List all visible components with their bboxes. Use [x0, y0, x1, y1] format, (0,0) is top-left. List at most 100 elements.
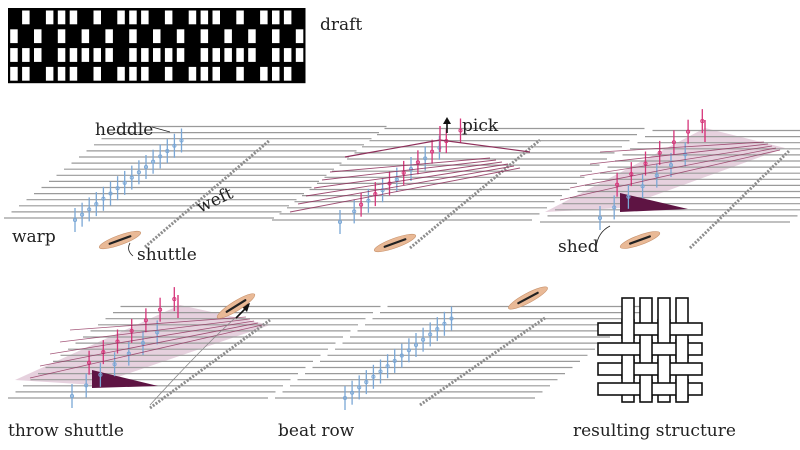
heddle-eye [115, 186, 120, 191]
panel-beat-row [275, 286, 648, 410]
resulting-structure-label: resulting structure [573, 421, 736, 441]
shed-wedge [92, 370, 158, 388]
lifted-warp [321, 159, 497, 181]
heddle-eye [350, 390, 355, 395]
heddle-eye [364, 380, 369, 385]
draft-cell-white [34, 29, 42, 44]
draft-cell-white [272, 10, 280, 25]
heddle-eye [84, 383, 89, 388]
heddle-eye [458, 128, 463, 133]
shed-label: shed [558, 237, 599, 257]
draft-cell-white [129, 66, 137, 81]
heddle-eye [612, 205, 617, 210]
heddle-eye [140, 340, 146, 346]
heddle-eye [80, 212, 85, 217]
draft-cell-white [57, 29, 66, 44]
draft-cell-white [69, 48, 78, 62]
reed-beam [688, 148, 792, 250]
heddle-eye [442, 321, 447, 326]
draft-cell-white [129, 29, 137, 44]
draft-cell-white [57, 10, 66, 25]
heddle-eye [172, 143, 177, 148]
draft-cell-white [164, 48, 173, 62]
lifted-warp [329, 157, 491, 173]
draft-cell-white [129, 10, 137, 25]
heddle-eye [430, 149, 435, 154]
throw-arrow-shaft [235, 307, 247, 319]
heddle-eye [615, 182, 620, 187]
heddle-eye [342, 395, 348, 401]
shed-wedge [620, 193, 688, 212]
draft-cell-white [81, 48, 90, 62]
draft-cell-white [105, 48, 113, 62]
weft-trail [149, 317, 236, 406]
draft-cell-white [248, 48, 256, 62]
heddle-eye [421, 337, 426, 342]
heddle-eye [413, 342, 419, 348]
draft-cell-white [295, 29, 304, 44]
draft-cell-white [141, 10, 149, 25]
draft-cell-white [200, 10, 209, 25]
weft-strip [597, 362, 703, 376]
warp-over [658, 359, 670, 379]
shuttle-bobbin [517, 291, 539, 305]
resulting-structure-diagram [597, 297, 703, 403]
draft-cell-white [10, 66, 18, 81]
heddle-eye [158, 154, 163, 159]
heddle-eye [165, 149, 170, 154]
weft-strip [597, 322, 703, 336]
heddle-eye [683, 152, 688, 157]
lifted-warp [59, 318, 251, 343]
pick-line [344, 139, 441, 158]
draft-cell-white [200, 48, 209, 62]
warp-over [658, 319, 670, 339]
heddle-label: heddle [95, 120, 153, 140]
lifted-warp [559, 149, 781, 201]
shuttle-leader-line [128, 242, 134, 257]
draft-cell-white [236, 66, 244, 81]
panel-warp-heddles [4, 125, 387, 250]
draft-cell-white [224, 29, 232, 44]
pick-label: pick [462, 116, 499, 136]
draft-cell-white [93, 48, 101, 62]
draft-cell-white [236, 48, 244, 62]
heddle-eye [129, 175, 134, 180]
draft-cell-white [176, 29, 185, 44]
heddle-eye [155, 330, 160, 335]
heddle-eye [136, 170, 141, 175]
draft-cell-white [212, 48, 220, 62]
draft-cell-white [93, 66, 101, 81]
heddle-eye [112, 362, 117, 367]
draft-cell-white [260, 10, 268, 25]
pick-line [439, 139, 531, 153]
heddle-eye [654, 173, 659, 178]
reed-beam [409, 138, 541, 250]
draft-background [8, 8, 306, 84]
heddle-eye [657, 150, 662, 155]
draft-cell-white [212, 66, 220, 81]
draft-cell-white [34, 48, 42, 62]
heddle-eye [129, 328, 134, 333]
draft-cell-white [164, 10, 173, 25]
draft-cell-white [57, 66, 66, 81]
heddle-eye [108, 191, 113, 196]
beat-row-label: beat row [278, 421, 355, 441]
draft-cell-white [200, 66, 209, 81]
warp-over [640, 379, 652, 399]
draft-cell-white [272, 66, 280, 81]
draft-cell-white [45, 66, 54, 81]
draft-label: draft [320, 15, 362, 35]
draft-cell-white [236, 10, 244, 25]
heddle-eye [366, 198, 371, 203]
shuttle-bobbin [629, 235, 651, 245]
draft-cell-white [57, 48, 66, 62]
draft-cell-white [22, 66, 30, 81]
draft-cell-white [10, 29, 18, 44]
shuttle [98, 230, 142, 250]
heddle-eye [172, 297, 177, 302]
warp-over [640, 339, 652, 359]
throw-shuttle-label: throw shuttle [8, 421, 124, 441]
heddle-eye [359, 202, 364, 207]
heddle-eye [626, 194, 631, 199]
lifted-warp [579, 145, 773, 177]
